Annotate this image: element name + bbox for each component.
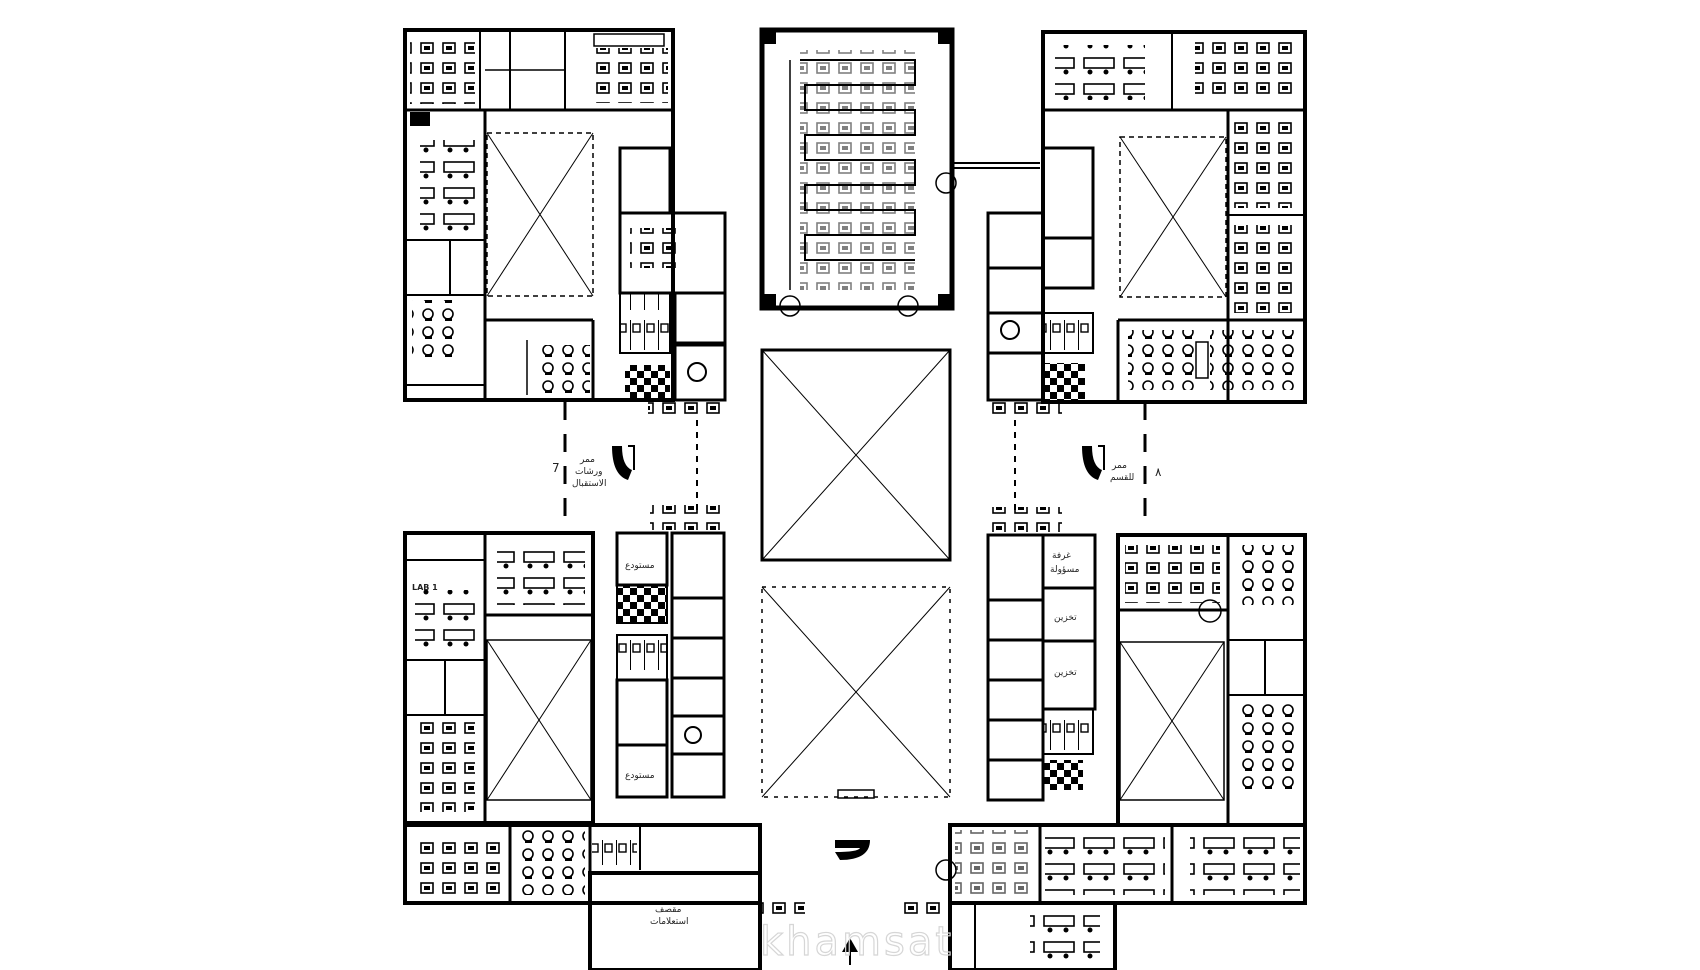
block-top-right [1041, 30, 1307, 404]
watermark: khamsat [760, 919, 954, 965]
service-block-top-left [618, 146, 728, 420]
store-label-2: مستودع [625, 771, 655, 781]
room-right-label-4: تخزين [1054, 668, 1077, 678]
room-right-label-2: مسؤولة [1050, 565, 1080, 575]
block-bottom-right [1116, 533, 1307, 827]
room-south-label-2: استعلامات [650, 917, 689, 927]
corridor-left: 7 ممر ورشات الاستقبال [552, 402, 698, 530]
room-right-label-3: تخزين [1054, 613, 1077, 623]
room-right-label-1: غرفة [1052, 551, 1071, 561]
corridor-left-label-2: ورشات [575, 467, 602, 477]
workshop-top-center [759, 27, 1040, 317]
service-block-bottom-left: مستودع مستودع [615, 505, 726, 799]
corridor-right-label-1: ممر [1111, 461, 1127, 471]
room-south-label-1: مقصف [655, 905, 682, 915]
corridor-left-number: 7 [552, 461, 560, 475]
central-hall-voids [760, 348, 952, 799]
corridor-left-label-1: ممر [579, 455, 595, 465]
block-bottom-left: LAB 1 [403, 531, 595, 825]
block-top-left [403, 28, 675, 402]
south-wing-right [935, 823, 1307, 970]
corridor-right-label-2: للقسم [1110, 473, 1134, 483]
lab-tag: LAB 1 [412, 583, 438, 592]
service-block-top-right [986, 146, 1095, 420]
corridor-right: ٨ ممر للقسم [1014, 402, 1162, 530]
corridor-right-number: ٨ [1155, 465, 1162, 479]
corridor-left-label-3: الاستقبال [572, 479, 606, 489]
entrance [835, 840, 945, 965]
service-block-bottom-right: غرفة مسؤولة تخزين تخزين [986, 507, 1097, 802]
south-wing-left: مقصف استعلامات [403, 823, 805, 970]
store-label-1: مستودع [625, 561, 655, 571]
